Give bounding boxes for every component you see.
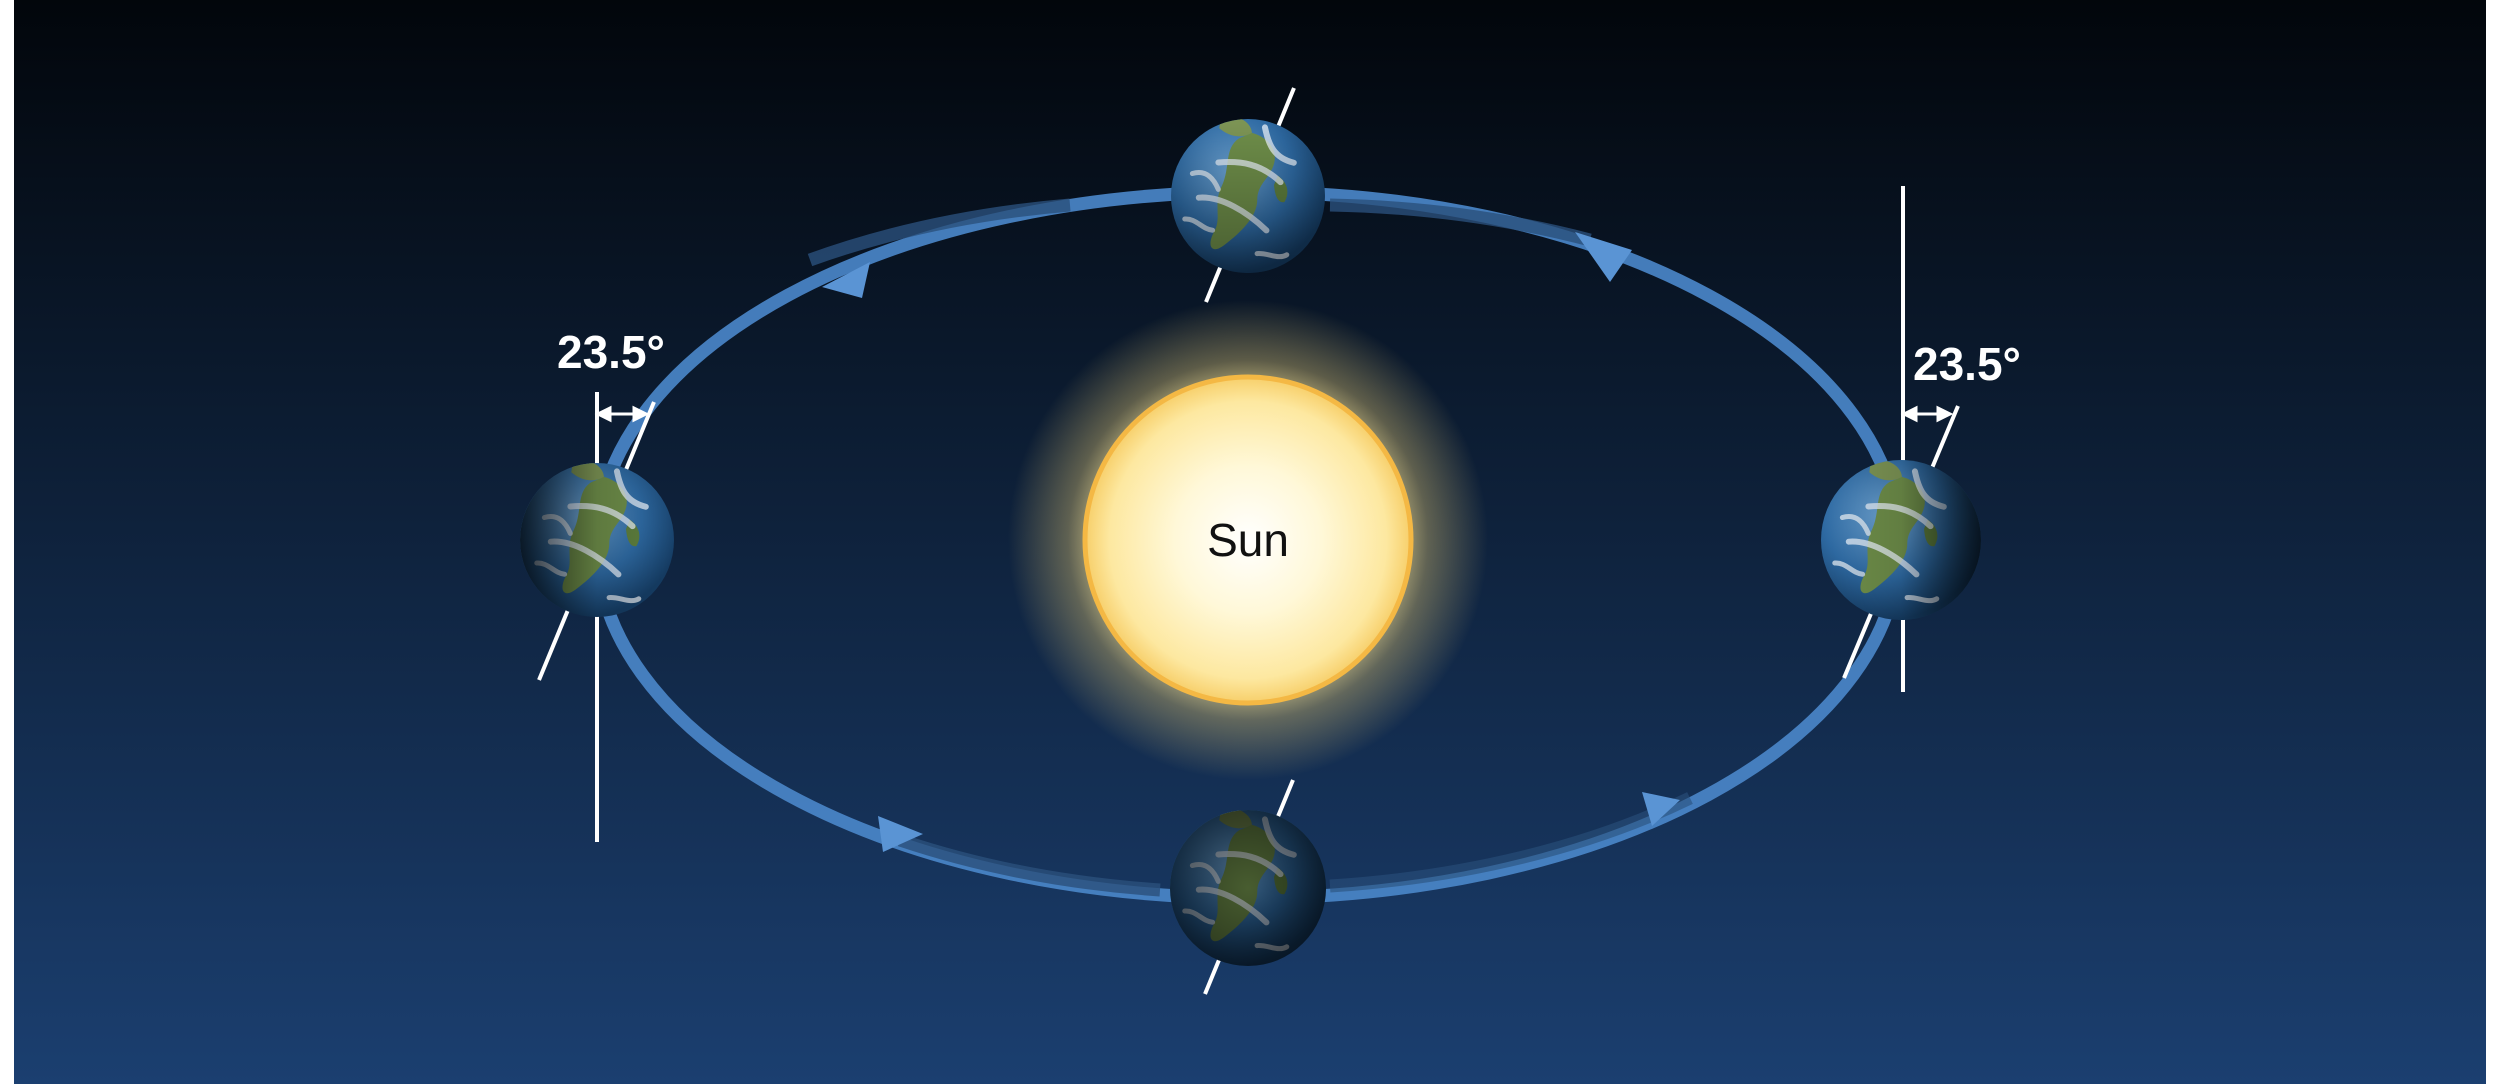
orbit-arrowheads <box>822 232 1680 852</box>
arrowhead-bottom-right <box>1642 792 1680 826</box>
earth-top <box>1171 87 1325 303</box>
sun-body <box>1082 374 1414 706</box>
arrowhead-bottom-left <box>878 816 923 852</box>
sun-label: Sun <box>1207 514 1289 566</box>
sun: Sun <box>1008 300 1488 780</box>
earth-right: 23.5° <box>1821 186 2021 692</box>
tilt-indicator-right <box>1900 405 1954 423</box>
arrowhead-top-right <box>1575 232 1632 282</box>
tilt-angle-label-right: 23.5° <box>1913 338 2021 390</box>
left-border <box>0 0 14 1084</box>
arrowhead-top-left <box>822 262 870 298</box>
tilt-angle-label-left: 23.5° <box>557 326 665 378</box>
earth-left: 23.5° <box>520 326 674 842</box>
right-border <box>2486 0 2500 1084</box>
earth-bottom <box>1170 779 1326 995</box>
tilt-indicator-left <box>594 405 650 423</box>
